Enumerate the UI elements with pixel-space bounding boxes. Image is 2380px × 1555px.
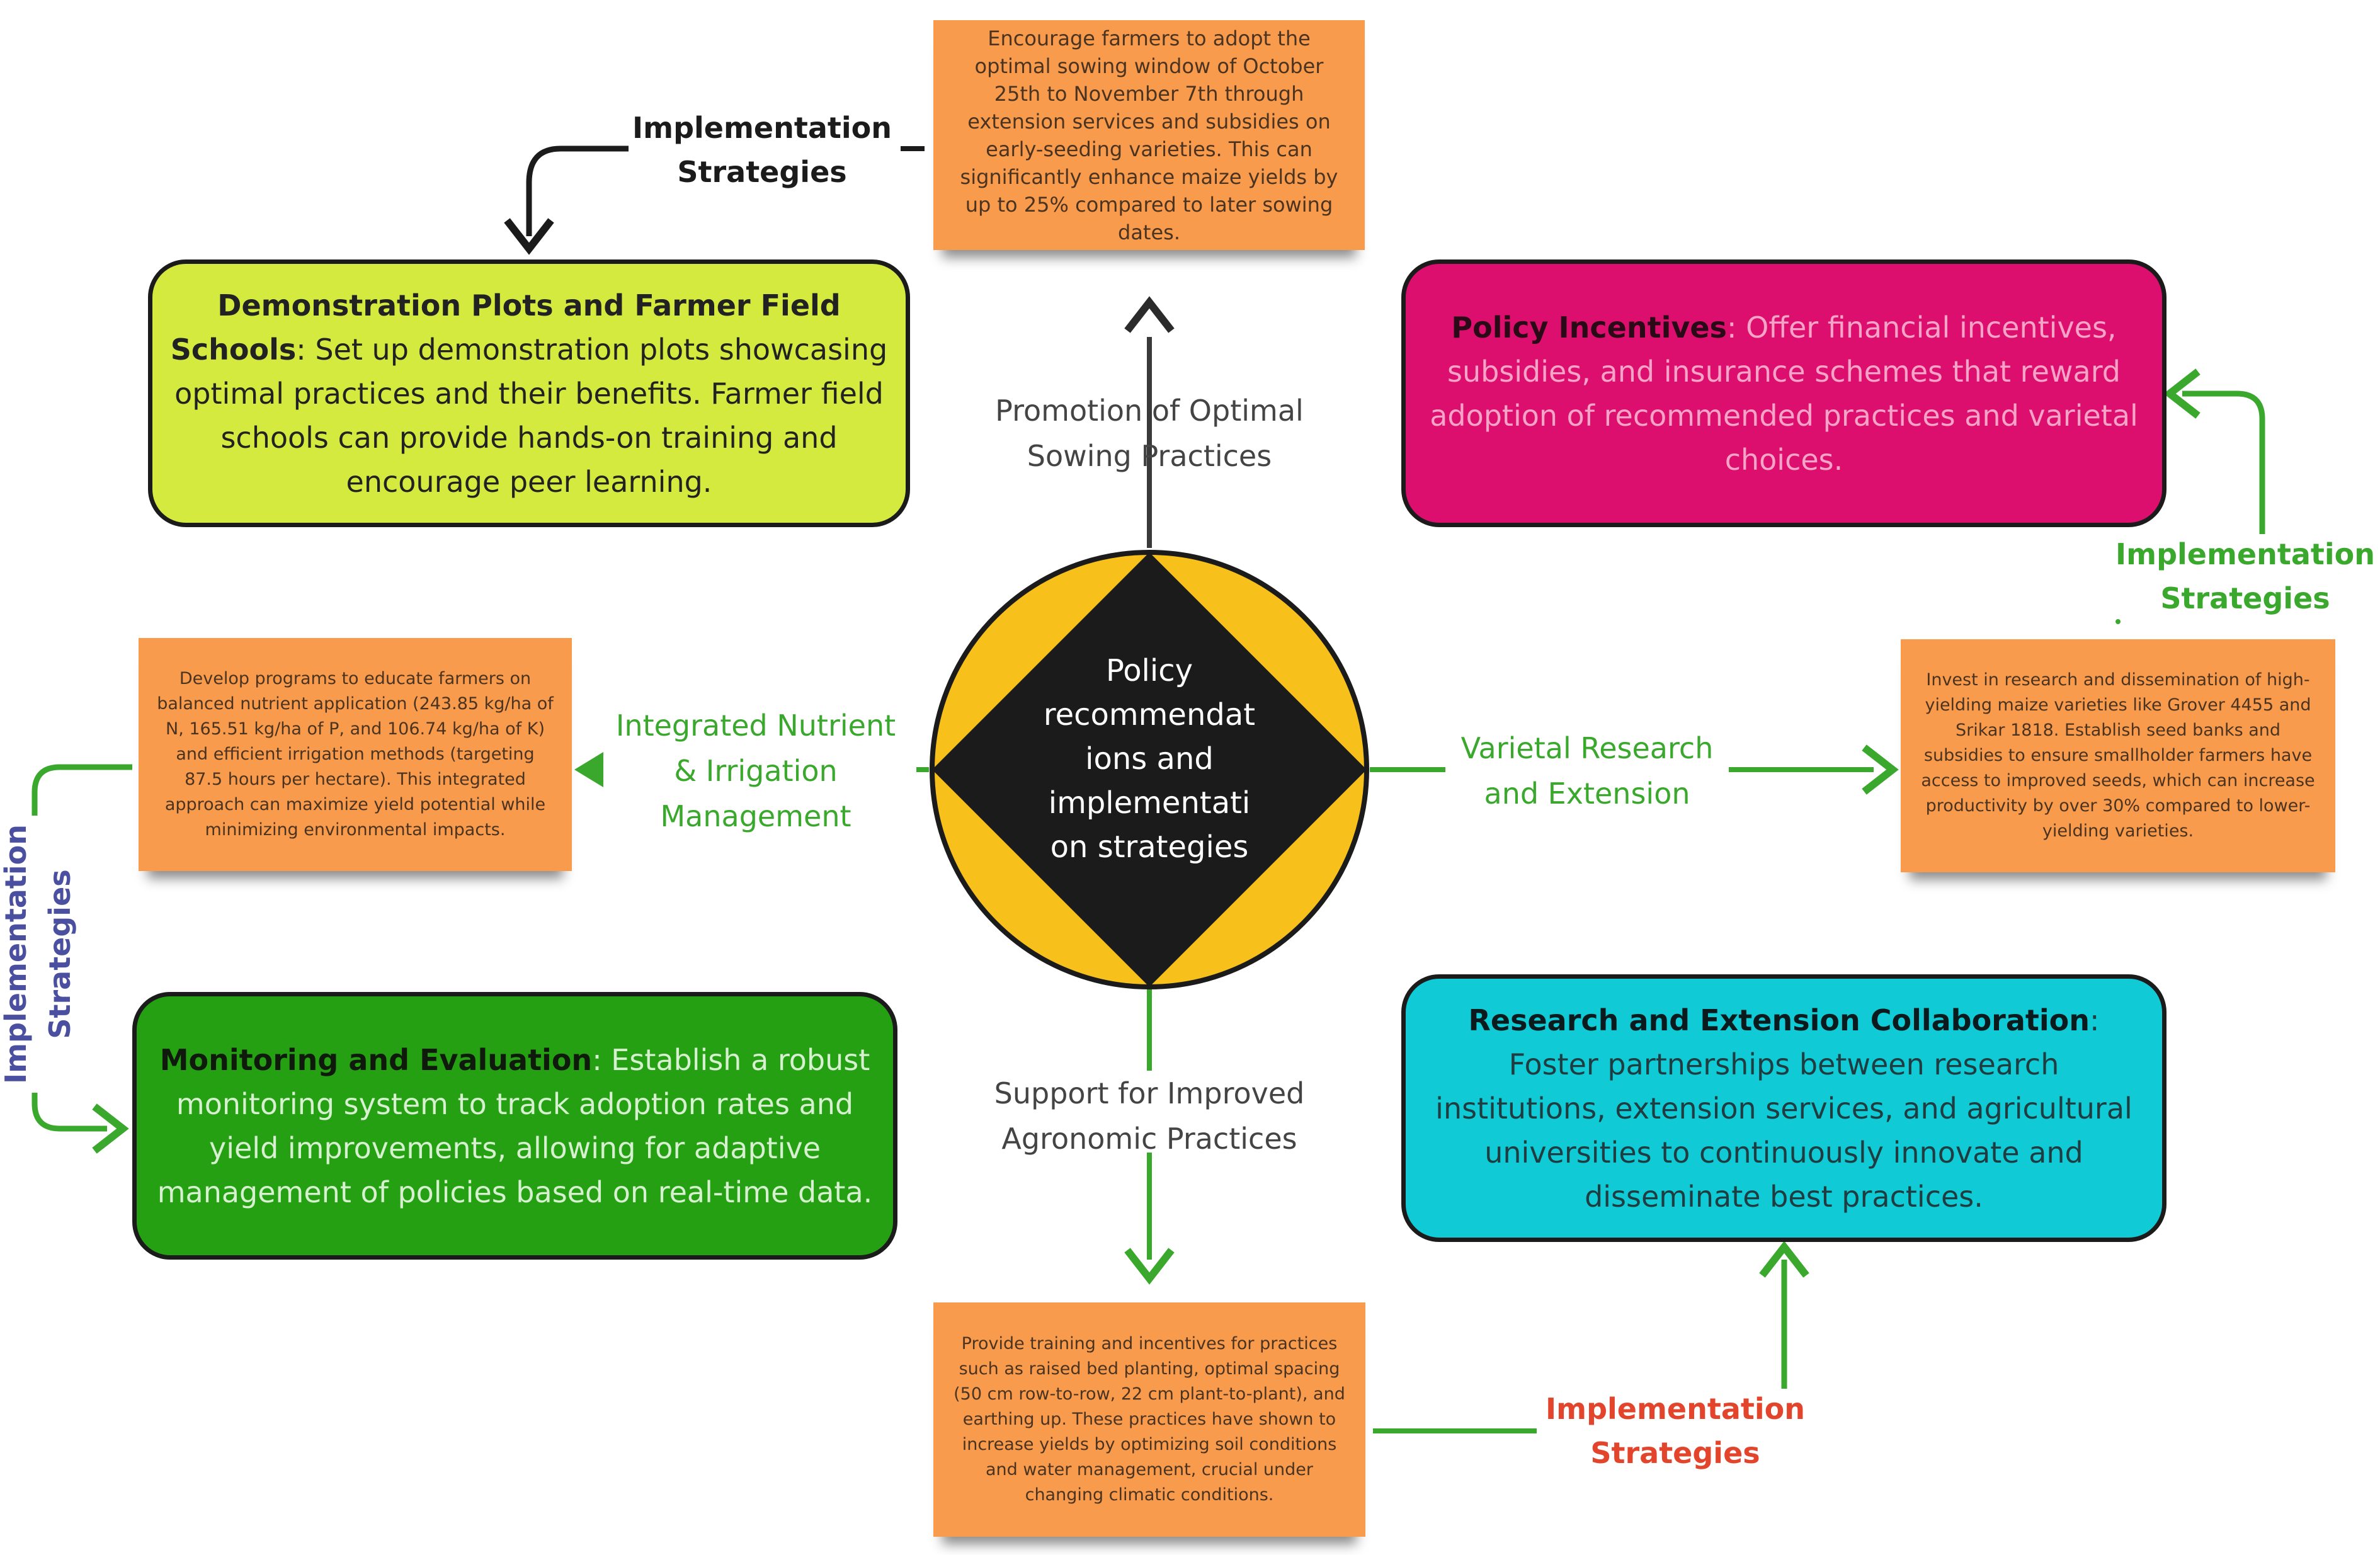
branch-label-bottom-line-1: Support for Improved	[994, 1076, 1305, 1110]
hub-diamond	[932, 552, 1367, 987]
note-agronomic: Provide training and incentives for prac…	[933, 1302, 1365, 1537]
branch-label-bottom-line-2: Agronomic Practices	[1001, 1122, 1297, 1156]
arrow-down-demonstration-icon	[504, 218, 554, 255]
branch-label-right-line-2: and Extension	[1484, 777, 1690, 811]
branch-label-bottom: Support for Improved Agronomic Practices	[948, 1071, 1351, 1161]
branch-label-left: Integrated Nutrient & Irrigation Managem…	[605, 703, 907, 839]
impl-label-bottom-line-2: Strategies	[1590, 1436, 1760, 1470]
arrow-down-bottom-icon	[1124, 1248, 1175, 1285]
note-nutrient: Develop programs to educate farmers on b…	[139, 638, 572, 871]
card-monitoring-body: : Establish a robust monitoring system t…	[157, 1042, 873, 1209]
impl-label-right-line-2: Strategies	[2160, 581, 2330, 615]
arrow-left-nutrient-icon	[574, 752, 603, 787]
impl-label-top: Implementation Strategies	[623, 106, 901, 194]
branch-label-left-line-1: Integrated Nutrient	[615, 709, 896, 743]
branch-label-left-line-2: & Irrigation	[674, 754, 838, 788]
arrow-up-top-icon	[1124, 296, 1175, 333]
card-policy-title: Policy Incentives	[1451, 310, 1727, 345]
card-monitoring-title: Monitoring and Evaluation	[159, 1042, 593, 1077]
card-policy-text: Policy Incentives: Offer financial incen…	[1422, 305, 2146, 482]
card-research: Research and Extension Collaboration: Fo…	[1401, 974, 2166, 1242]
card-demonstration: Demonstration Plots and Farmer Field Sch…	[148, 259, 910, 527]
impl-label-left-line-2: Strategies	[43, 869, 77, 1039]
note-varietal-text: Invest in research and dissemination of …	[1921, 670, 2315, 841]
dot-marker	[2115, 619, 2121, 624]
impl-label-bottom: Implementation Strategies	[1537, 1387, 1814, 1475]
card-monitoring-text: Monitoring and Evaluation: Establish a r…	[153, 1038, 877, 1214]
note-agronomic-text: Provide training and incentives for prac…	[954, 1334, 1345, 1505]
branch-label-top-line-1: Promotion of Optimal	[995, 394, 1304, 428]
impl-label-top-line-2: Strategies	[677, 155, 847, 189]
impl-label-top-line-1: Implementation	[632, 111, 892, 145]
branch-label-right-line-1: Varietal Research	[1460, 731, 1714, 765]
arrow-right-monitoring-icon	[92, 1103, 129, 1154]
impl-label-right: Implementation Strategies	[2113, 532, 2377, 620]
arrow-left-policy-icon	[2163, 368, 2201, 419]
card-demonstration-title: Demonstration Plots and Farmer Field Sch…	[170, 288, 841, 367]
note-varietal: Invest in research and dissemination of …	[1901, 639, 2335, 872]
branch-label-left-line-3: Management	[660, 799, 851, 833]
card-policy-body: : Offer financial incentives, subsidies,…	[1430, 310, 2138, 477]
note-sowing-text: Encourage farmers to adopt the optimal s…	[960, 26, 1338, 244]
card-policy: Policy Incentives: Offer financial incen…	[1401, 259, 2166, 527]
branch-label-top: Promotion of Optimal Sowing Practices	[948, 388, 1351, 479]
card-demonstration-text: Demonstration Plots and Farmer Field Sch…	[169, 283, 889, 504]
card-monitoring: Monitoring and Evaluation: Establish a r…	[132, 992, 897, 1260]
note-nutrient-text: Develop programs to educate farmers on b…	[157, 669, 554, 840]
impl-label-bottom-line-1: Implementation	[1546, 1392, 1805, 1426]
arrow-right-varietal-icon	[1862, 744, 1899, 795]
note-sowing: Encourage farmers to adopt the optimal s…	[933, 20, 1365, 250]
impl-label-left-line-1: Implementation	[0, 824, 33, 1084]
card-research-text: Research and Extension Collaboration: Fo…	[1422, 998, 2146, 1219]
impl-label-right-line-1: Implementation	[2115, 537, 2375, 571]
connector-impl-left-lower	[31, 1093, 107, 1132]
hub-title: Policy recommendat ions and implementati…	[1043, 653, 1256, 865]
card-research-body: : Foster partnerships between research i…	[1435, 1003, 2132, 1214]
card-research-title: Research and Extension Collaboration	[1468, 1003, 2090, 1037]
impl-label-left: Implementation Strategies	[0, 822, 82, 1086]
arrow-up-research-icon	[1759, 1241, 1809, 1278]
connector-impl-left	[31, 764, 132, 816]
connector-impl-right	[2182, 390, 2265, 534]
connector-impl-top	[526, 145, 629, 236]
card-demonstration-body: : Set up demonstration plots showcasing …	[174, 332, 888, 499]
branch-label-right: Varietal Research and Extension	[1445, 726, 1729, 816]
branch-label-top-line-2: Sowing Practices	[1027, 439, 1272, 473]
